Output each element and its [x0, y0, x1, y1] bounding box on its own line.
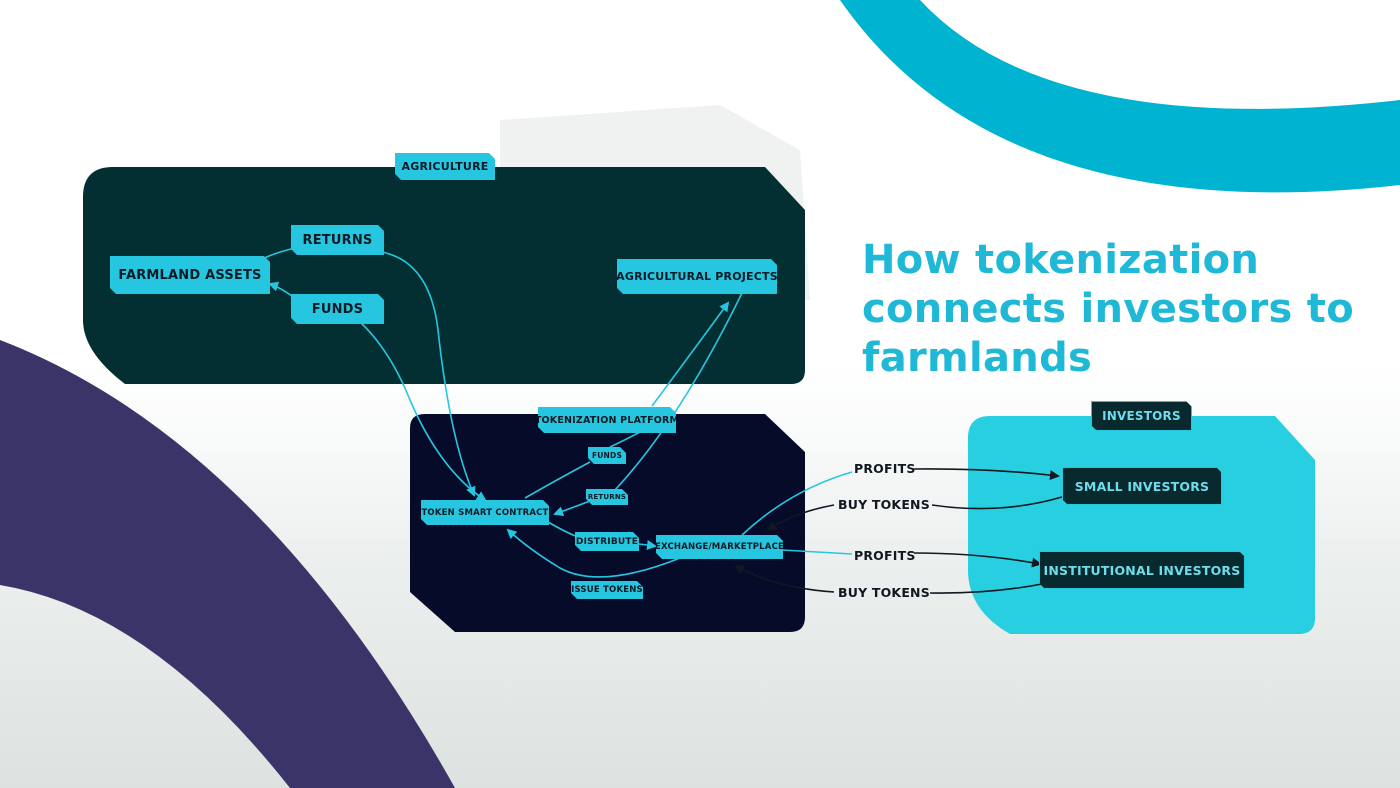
arrow-funds-to-contract: [359, 321, 487, 502]
investors-tag: INVESTORS: [1091, 401, 1192, 431]
arrow-projects-to-returns: [614, 292, 743, 491]
title-line-2: connects investors to: [862, 286, 1355, 332]
issue-tokens-node: ISSUE TOKENS: [571, 581, 643, 599]
returns-small-node: RETURNS: [586, 489, 628, 505]
investors-panel: [968, 416, 1315, 634]
buy-tokens-label-2: BUY TOKENS: [838, 585, 930, 600]
arrow-small-to-buytokens: [931, 496, 1063, 510]
arrow-exchange-to-contract: [506, 528, 681, 578]
farmland-assets-node: FARMLAND ASSETS: [110, 256, 270, 294]
arrow-profits-to-institutional: [913, 552, 1042, 568]
arrow-platform-to-projects: [651, 301, 730, 407]
arrow-profits-to-small: [913, 468, 1060, 481]
title-line-1: How tokenization: [862, 237, 1260, 283]
page-title: How tokenization connects investors to f…: [862, 236, 1362, 383]
purple-arc: [0, 340, 455, 788]
arrow-exchange-to-profits-2: [781, 549, 853, 555]
tokenization-platform-tag: TOKENIZATION PLATFORM: [538, 407, 676, 433]
arrow-distribute-to-exchange: [638, 540, 657, 550]
arrow-exchange-to-profits-1: [741, 471, 853, 536]
arrow-buytokens-to-exchange: [766, 504, 835, 532]
funds-small-node: FUNDS: [588, 447, 626, 464]
profits-label-1: PROFITS: [854, 461, 916, 476]
teal-arc: [840, 0, 1400, 193]
institutional-investors-node: INSTITUTIONAL INVESTORS: [1039, 551, 1245, 589]
buy-tokens-label-1: BUY TOKENS: [838, 497, 930, 512]
returns-node: RETURNS: [291, 225, 384, 255]
distribute-node: DISTRIBUTE: [575, 532, 639, 551]
arrow-buytokens-to-exchange-2: [734, 565, 835, 593]
agriculture-panel: [83, 167, 805, 384]
small-investors-node: SMALL INVESTORS: [1062, 467, 1222, 505]
arrow-funds-to-platform: [609, 431, 641, 448]
arrow-returns-to-contract: [381, 251, 476, 497]
exchange-marketplace-node: EXCHANGE/MARKETPLACE: [656, 535, 783, 559]
funds-node: FUNDS: [291, 294, 384, 324]
agricultural-projects-node: AGRICULTURAL PROJECTS: [617, 259, 777, 294]
title-line-3: farmlands: [862, 335, 1093, 381]
profits-label-2: PROFITS: [854, 548, 916, 563]
tokenization-platform-panel: [410, 414, 805, 632]
arrow-institutional-to-buytokens: [929, 583, 1043, 594]
agriculture-tag: AGRICULTURE: [395, 153, 495, 180]
arrow-contract-to-platform: [524, 461, 591, 499]
token-smart-contract-node: TOKEN SMART CONTRACT: [421, 500, 549, 525]
